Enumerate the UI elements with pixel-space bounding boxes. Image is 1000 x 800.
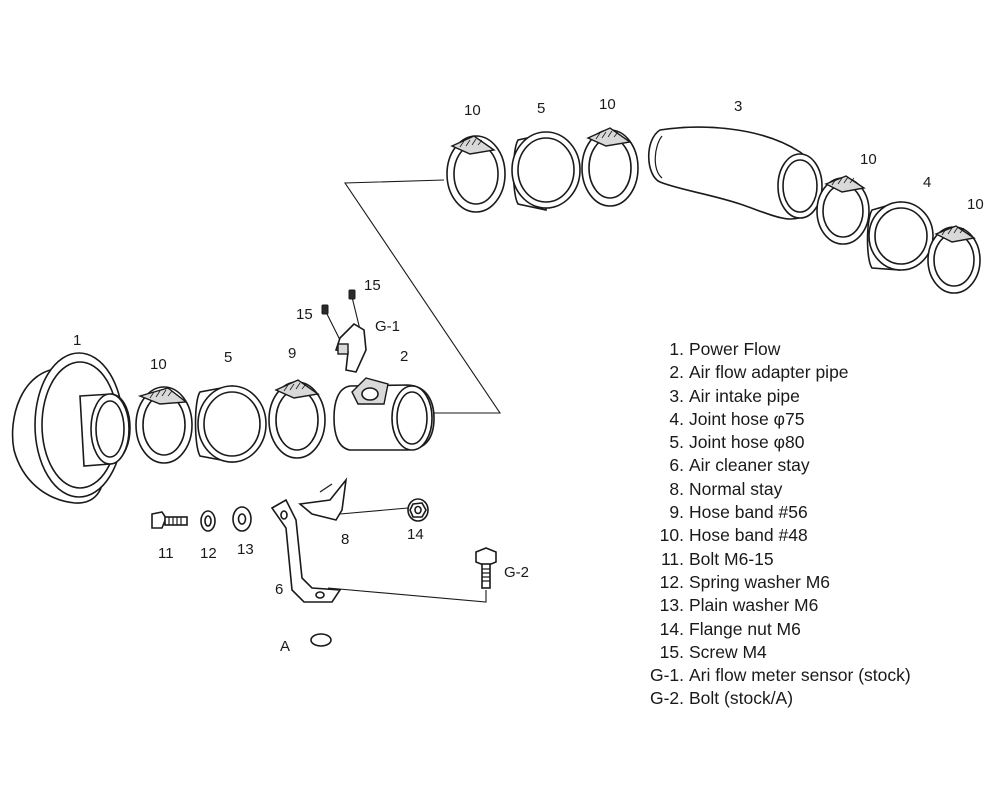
legend-item-number: 12.: [659, 571, 684, 592]
callout-10-c: 10: [860, 151, 877, 168]
legend-item-number: G-1.: [649, 665, 684, 686]
legend-item-label: Air cleaner stay: [689, 455, 810, 476]
legend-item-number: 2.: [669, 362, 684, 383]
callout-10-b: 10: [599, 96, 616, 113]
legend-item: 1.Power Flow: [636, 338, 976, 361]
legend-item-label: Hose band #48: [689, 525, 808, 546]
callout-5-mid: 5: [224, 349, 232, 366]
callout-13: 13: [237, 541, 254, 558]
legend-item-label: Joint hose φ80: [689, 432, 805, 453]
callout-1: 1: [73, 332, 81, 349]
callout-4: 4: [923, 174, 931, 191]
legend-item-label: Screw M4: [689, 641, 767, 662]
legend-item-label: Power Flow: [689, 339, 781, 359]
joint-hose-4: [866, 200, 934, 271]
hose-band-10-top-b: [581, 127, 639, 207]
hose-band-10-right-b: [927, 225, 981, 294]
legend-item-number: 1.: [669, 339, 684, 359]
callout-2: 2: [400, 348, 408, 365]
legend-item: G-1.Ari flow meter sensor (stock): [636, 664, 976, 687]
callout-15-b: 15: [364, 277, 381, 294]
power-flow-filter: [11, 352, 131, 504]
normal-stay: [298, 477, 348, 521]
legend-item: 13.Plain washer M6: [636, 594, 976, 617]
legend-item: 5.Joint hose φ80: [636, 431, 976, 454]
callout-9: 9: [288, 345, 296, 362]
air-flow-adapter-pipe: [333, 377, 435, 451]
screws-15: [321, 289, 356, 315]
joint-hose-5-top: [511, 131, 581, 211]
spring-washer-12: [200, 510, 216, 532]
callout-g1: G-1: [375, 318, 400, 335]
legend-item-number: 10.: [659, 525, 684, 546]
bolt-11: [151, 511, 188, 529]
legend-item-label: Air intake pipe: [689, 385, 800, 406]
legend-item-number: G-2.: [649, 688, 684, 709]
legend-item: 14.Flange nut M6: [636, 618, 976, 641]
callout-a: A: [280, 638, 290, 655]
hose-band-10-top-a: [446, 135, 506, 213]
air-cleaner-stay: [270, 498, 342, 603]
callout-3: 3: [734, 98, 742, 115]
callout-12: 12: [200, 545, 217, 562]
hose-band-9: [268, 379, 326, 459]
legend-item: 3.Air intake pipe: [636, 385, 976, 408]
legend-item: 6.Air cleaner stay: [636, 454, 976, 477]
callout-8: 8: [341, 531, 349, 548]
legend-item-number: 11.: [660, 548, 684, 569]
legend-item-label: Hose band #56: [689, 502, 808, 523]
legend-item: 10.Hose band #48: [636, 524, 976, 547]
legend-item-label: Flange nut M6: [689, 618, 801, 639]
hose-band-10-left: [135, 386, 193, 464]
hose-band-10-right-a: [816, 175, 870, 245]
legend-item-label: Ari flow meter sensor (stock): [689, 665, 911, 686]
callout-10-a: 10: [464, 102, 481, 119]
leader-lines: [325, 179, 502, 603]
mount-point-a: [310, 633, 332, 647]
legend-item-label: Bolt M6-15: [689, 548, 774, 569]
legend-item-number: 9.: [669, 502, 684, 523]
callout-10-d: 10: [967, 196, 984, 213]
legend-item-number: 15.: [659, 641, 684, 662]
legend-item: 11.Bolt M6-15: [636, 548, 976, 571]
flange-nut-14: [407, 498, 429, 522]
legend-item-label: Bolt (stock/A): [689, 688, 794, 709]
legend-item-label: Air flow adapter pipe: [689, 362, 849, 383]
callout-6: 6: [275, 581, 283, 598]
legend-item-number: 6.: [669, 455, 684, 476]
callout-14: 14: [407, 526, 424, 543]
callout-10-e: 10: [150, 356, 167, 373]
legend-item-label: Joint hose φ75: [689, 408, 805, 429]
legend-item-number: 3.: [669, 385, 684, 406]
legend-item-number: 8.: [669, 478, 684, 499]
callout-11: 11: [158, 545, 174, 562]
legend-item: 9.Hose band #56: [636, 501, 976, 524]
air-flow-meter-sensor: [334, 322, 367, 373]
legend-item-number: 14.: [659, 618, 684, 639]
legend-item: G-2.Bolt (stock/A): [636, 687, 976, 710]
callout-15-a: 15: [296, 306, 313, 323]
legend-item: 8.Normal stay: [636, 478, 976, 501]
legend-item-label: Plain washer M6: [689, 595, 819, 616]
bolt-g2: [475, 547, 497, 589]
callout-g2: G-2: [504, 564, 529, 581]
legend-item: 12.Spring washer M6: [636, 571, 976, 594]
legend-item: 2.Air flow adapter pipe: [636, 361, 976, 384]
legend-item: 15.Screw M4: [636, 641, 976, 664]
plain-washer-13: [232, 506, 252, 532]
callout-5-top: 5: [537, 100, 545, 117]
air-intake-pipe: [648, 126, 823, 220]
joint-hose-5-left: [194, 385, 267, 463]
legend-item-number: 13.: [659, 595, 684, 616]
legend-item-number: 4.: [669, 408, 684, 429]
legend-item-number: 5.: [669, 432, 684, 453]
legend-item-label: Spring washer M6: [689, 571, 831, 592]
legend-item: 4.Joint hose φ75: [636, 408, 976, 431]
legend-item-label: Normal stay: [689, 478, 783, 499]
